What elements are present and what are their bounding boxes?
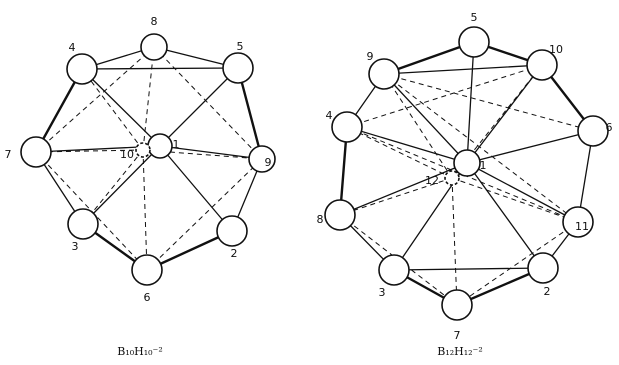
atom-label-6: 6 [606, 121, 613, 134]
bond-hidden-12-8 [339, 177, 453, 216]
bond-hidden-4-11 [346, 126, 579, 223]
boron-atom-11 [562, 206, 594, 238]
atom-label-12: 12 [425, 174, 439, 187]
boron-atom-5 [458, 26, 490, 58]
bond-hidden-11-7 [456, 221, 579, 306]
atom-label-8: 8 [317, 213, 324, 226]
bond-lines [338, 40, 595, 307]
bond-1-4 [346, 126, 468, 164]
atom-label-7: 7 [5, 148, 12, 161]
boron-atom-3 [378, 254, 410, 286]
b10h10-cluster: 1 2 3 4 5 6 7 8 9 10 [5, 15, 276, 304]
boron-atom-1 [147, 133, 173, 159]
boron-atom-2 [216, 215, 248, 247]
boron-atom-7 [441, 289, 473, 321]
boron-atom-4 [66, 53, 98, 85]
atom-label-8: 8 [151, 15, 158, 28]
bond-1-6 [466, 130, 594, 164]
atom-label-10: 10 [549, 43, 563, 56]
bond-hidden-6-9 [146, 158, 263, 271]
boron-atoms: 1 2 3 4 5 6 7 8 9 10 [5, 15, 276, 304]
bond-1-9 [159, 145, 263, 160]
atom-label-10: 10 [120, 148, 134, 161]
boron-atom-3 [67, 208, 99, 240]
atom-label-11: 11 [575, 220, 589, 233]
boron-atom-12 [444, 170, 460, 186]
caption-b10h10: B₁₀H₁₀⁻² [117, 345, 163, 358]
atom-label-3: 3 [379, 286, 386, 299]
bond-hidden-12-4 [346, 126, 453, 179]
boron-atom-4 [331, 111, 363, 143]
boron-atom-1 [453, 149, 481, 177]
bond-9-10 [383, 64, 543, 75]
atom-label-4: 4 [69, 41, 76, 54]
bond-hidden-10-6 [142, 149, 148, 271]
atom-label-4: 4 [326, 109, 333, 122]
boron-atom-9 [248, 145, 276, 173]
bond-hidden-10-4 [81, 68, 144, 151]
bond-1-2 [466, 162, 544, 269]
boron-atom-10 [526, 49, 558, 81]
bond-1-3 [82, 145, 161, 225]
bond-hidden-8-9 [153, 46, 263, 160]
atom-label-2: 2 [544, 285, 551, 298]
boron-atom-5 [222, 52, 254, 84]
bond-front-4-7 [34, 67, 84, 154]
atom-label-2: 2 [231, 247, 238, 260]
atom-label-1: 1 [173, 138, 180, 151]
bond-4-5 [81, 67, 239, 70]
atom-label-1: 1 [480, 159, 487, 172]
atom-label-9: 9 [367, 50, 374, 63]
boron-atom-6 [577, 115, 609, 147]
bond-hidden-9-11 [383, 73, 579, 223]
bond-front-5-9 [382, 40, 476, 76]
bond-1-11 [466, 162, 579, 223]
bond-hidden-12-11 [451, 177, 579, 223]
bond-1-9 [383, 73, 468, 164]
atom-label-3: 3 [72, 240, 79, 253]
boron-atom-8 [324, 199, 356, 231]
atom-label-5: 5 [237, 40, 244, 53]
boron-atom-8 [140, 33, 168, 61]
atom-label-6: 6 [144, 291, 151, 304]
atom-label-9: 9 [265, 156, 272, 169]
caption-b12h12: B₁₂H₁₂⁻² [437, 345, 483, 358]
boron-atom-6 [131, 254, 163, 286]
bond-hidden-12-9 [383, 73, 453, 179]
boron-atom-7 [20, 136, 52, 168]
bond-1-10 [466, 64, 543, 164]
boron-atom-9 [368, 58, 400, 90]
bond-1-2 [159, 145, 233, 232]
bond-hidden-12-7 [451, 177, 458, 306]
bond-hidden-4-10 [346, 64, 543, 128]
boron-atom-2 [527, 252, 559, 284]
atom-label-7: 7 [454, 329, 461, 342]
bond-1-5 [159, 67, 239, 147]
atom-label-5: 5 [471, 11, 478, 24]
bond-hidden-9-6 [383, 73, 594, 132]
bond-3-2 [393, 267, 544, 271]
bond-1-4 [81, 68, 161, 147]
bond-hidden-10-3 [82, 149, 144, 225]
boron-atom-10 [135, 142, 151, 158]
bond-1-8 [339, 162, 468, 216]
bond-1-5 [466, 41, 475, 164]
